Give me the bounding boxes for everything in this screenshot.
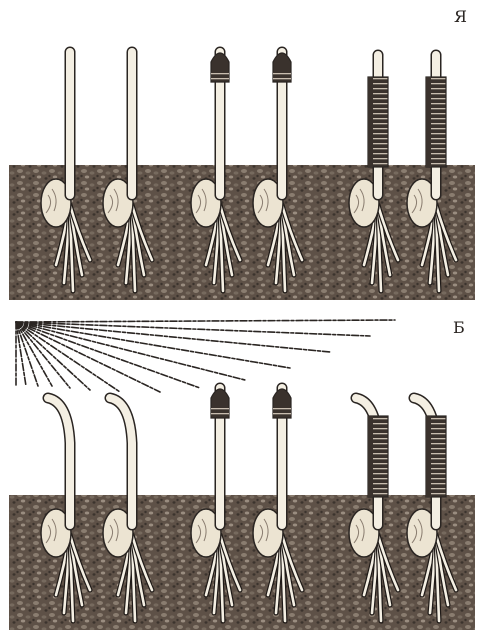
panel-a-label: Я — [454, 7, 467, 26]
cap-band — [273, 72, 291, 80]
sleeve-shadow — [426, 416, 431, 497]
light-ray — [16, 322, 90, 390]
light-ray — [16, 322, 330, 352]
cap-band — [211, 408, 229, 416]
panel-b-label: Б — [453, 318, 465, 337]
cap-band — [211, 72, 229, 80]
cap-band — [273, 408, 291, 416]
light-ray — [16, 322, 245, 380]
sleeve-shadow — [368, 416, 373, 497]
sleeve-shadow — [368, 77, 373, 167]
light-source-rays — [16, 320, 395, 392]
panel-b-light-from-left — [9, 320, 475, 630]
light-ray — [16, 320, 395, 322]
panel-a-dark-control — [9, 52, 475, 300]
light-ray — [16, 322, 160, 392]
light-ray — [16, 322, 370, 336]
sleeve-shadow — [426, 77, 431, 167]
light-ray — [16, 322, 120, 392]
